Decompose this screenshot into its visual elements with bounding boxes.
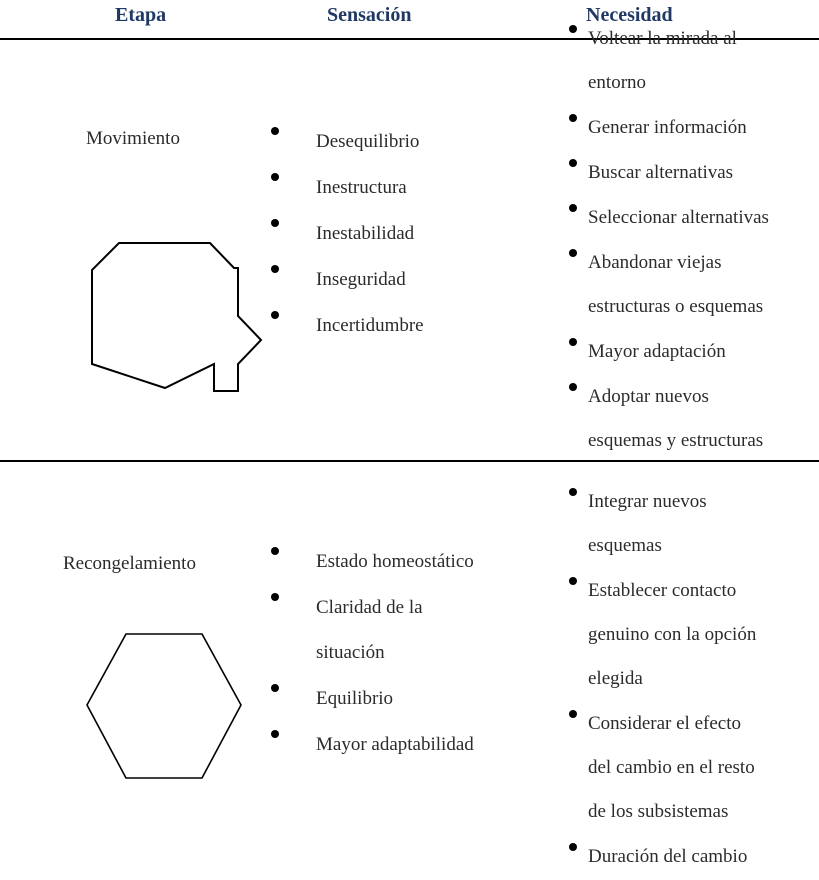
bullet-icon (569, 843, 577, 851)
need-item: Seleccionar alternativas (566, 196, 769, 240)
bullet-icon (271, 219, 279, 227)
need-item: Establecer contacto genuino con la opción… (566, 569, 756, 701)
header-rule (0, 38, 819, 40)
list-item-text: Mayor adaptabilidad (316, 734, 474, 755)
need-item: Adoptar nuevos esquemas y estructuras (566, 375, 769, 463)
bullet-icon (569, 114, 577, 122)
list-item-text: Claridad de la (316, 597, 423, 618)
list-item-text: Equilibrio (316, 688, 394, 709)
sensation-item: Equilibrio (264, 676, 474, 721)
list-item-text: Adoptar nuevos (588, 386, 709, 407)
list-item-text: Inseguridad (316, 269, 406, 290)
list-item-text: estructuras o esquemas (588, 296, 764, 317)
bullet-icon (271, 684, 279, 692)
sensation-item: Desequilibrio (264, 119, 424, 164)
sensation-item: Inestabilidad (264, 211, 424, 256)
stage-name: Movimiento (86, 128, 180, 149)
list-item-text: Estado homeostático (316, 551, 474, 572)
bullet-icon (271, 311, 279, 319)
list-item-text: Generar información (588, 117, 747, 138)
need-item: Mayor adaptación (566, 330, 769, 374)
bullet-icon (569, 159, 577, 167)
list-item-text: Desequilibrio (316, 131, 420, 152)
need-item: Duración del cambio (566, 835, 756, 879)
hexagon-icon (86, 633, 242, 779)
column-header-need: Necesidad (586, 4, 673, 26)
row-divider (0, 460, 819, 462)
need-item: Generar información (566, 106, 769, 150)
bullet-icon (569, 338, 577, 346)
stage-name: Recongelamiento (63, 553, 196, 574)
need-item: Buscar alternativas (566, 151, 769, 195)
bullet-icon (271, 730, 279, 738)
need-item: Considerar el efecto del cambio en el res… (566, 702, 756, 834)
list-item-text: Abandonar viejas (588, 252, 722, 273)
bullet-icon (271, 265, 279, 273)
list-item-text: del cambio en el resto (588, 757, 755, 778)
list-item-text: Considerar el efecto (588, 713, 741, 734)
list-item-text: genuino con la opción (588, 624, 757, 645)
list-item-text: Integrar nuevos (588, 491, 707, 512)
list-item-text: de los subsistemas (588, 801, 729, 822)
list-item-text: Incertidumbre (316, 315, 424, 336)
sensation-item: Incertidumbre (264, 303, 424, 348)
bullet-icon (569, 383, 577, 391)
bullet-icon (569, 25, 577, 33)
need-item: Integrar nuevos esquemas (566, 480, 756, 568)
list-item-text: entorno (588, 72, 647, 93)
column-header-stage: Etapa (115, 4, 167, 26)
need-item: Voltear la mirada al entorno (566, 17, 769, 105)
bullet-icon (569, 249, 577, 257)
bullet-icon (569, 577, 577, 585)
bullet-icon (271, 127, 279, 135)
list-item-text: Mayor adaptación (588, 341, 726, 362)
bullet-icon (271, 547, 279, 555)
bullet-icon (569, 204, 577, 212)
bullet-icon (569, 710, 577, 718)
bullet-icon (271, 593, 279, 601)
list-item-text: Inestructura (316, 177, 407, 198)
list-item-text: Establecer contacto (588, 580, 737, 601)
column-header-sensation: Sensación (327, 4, 412, 26)
irregular-octagon-icon (91, 242, 263, 392)
list-item-text: elegida (588, 668, 643, 689)
list-item-text: Inestabilidad (316, 223, 415, 244)
list-item-text: Duración del cambio (588, 846, 748, 867)
sensation-item: Inseguridad (264, 257, 424, 302)
list-item-text: esquemas y estructuras (588, 430, 764, 451)
sensation-item: Mayor adaptabilidad (264, 722, 474, 767)
list-item-text: Seleccionar alternativas (588, 207, 769, 228)
list-item-text: situación (316, 642, 385, 663)
list-item-text: esquemas (588, 535, 662, 556)
need-item: Abandonar viejas estructuras o esquemas (566, 241, 769, 329)
list-item-text: Buscar alternativas (588, 162, 734, 183)
bullet-icon (271, 173, 279, 181)
sensation-item: Estado homeostático (264, 539, 474, 584)
sensation-item: Claridad de la situación (264, 585, 474, 675)
list-item-text: Voltear la mirada al (588, 28, 737, 49)
sensation-item: Inestructura (264, 165, 424, 210)
bullet-icon (569, 488, 577, 496)
